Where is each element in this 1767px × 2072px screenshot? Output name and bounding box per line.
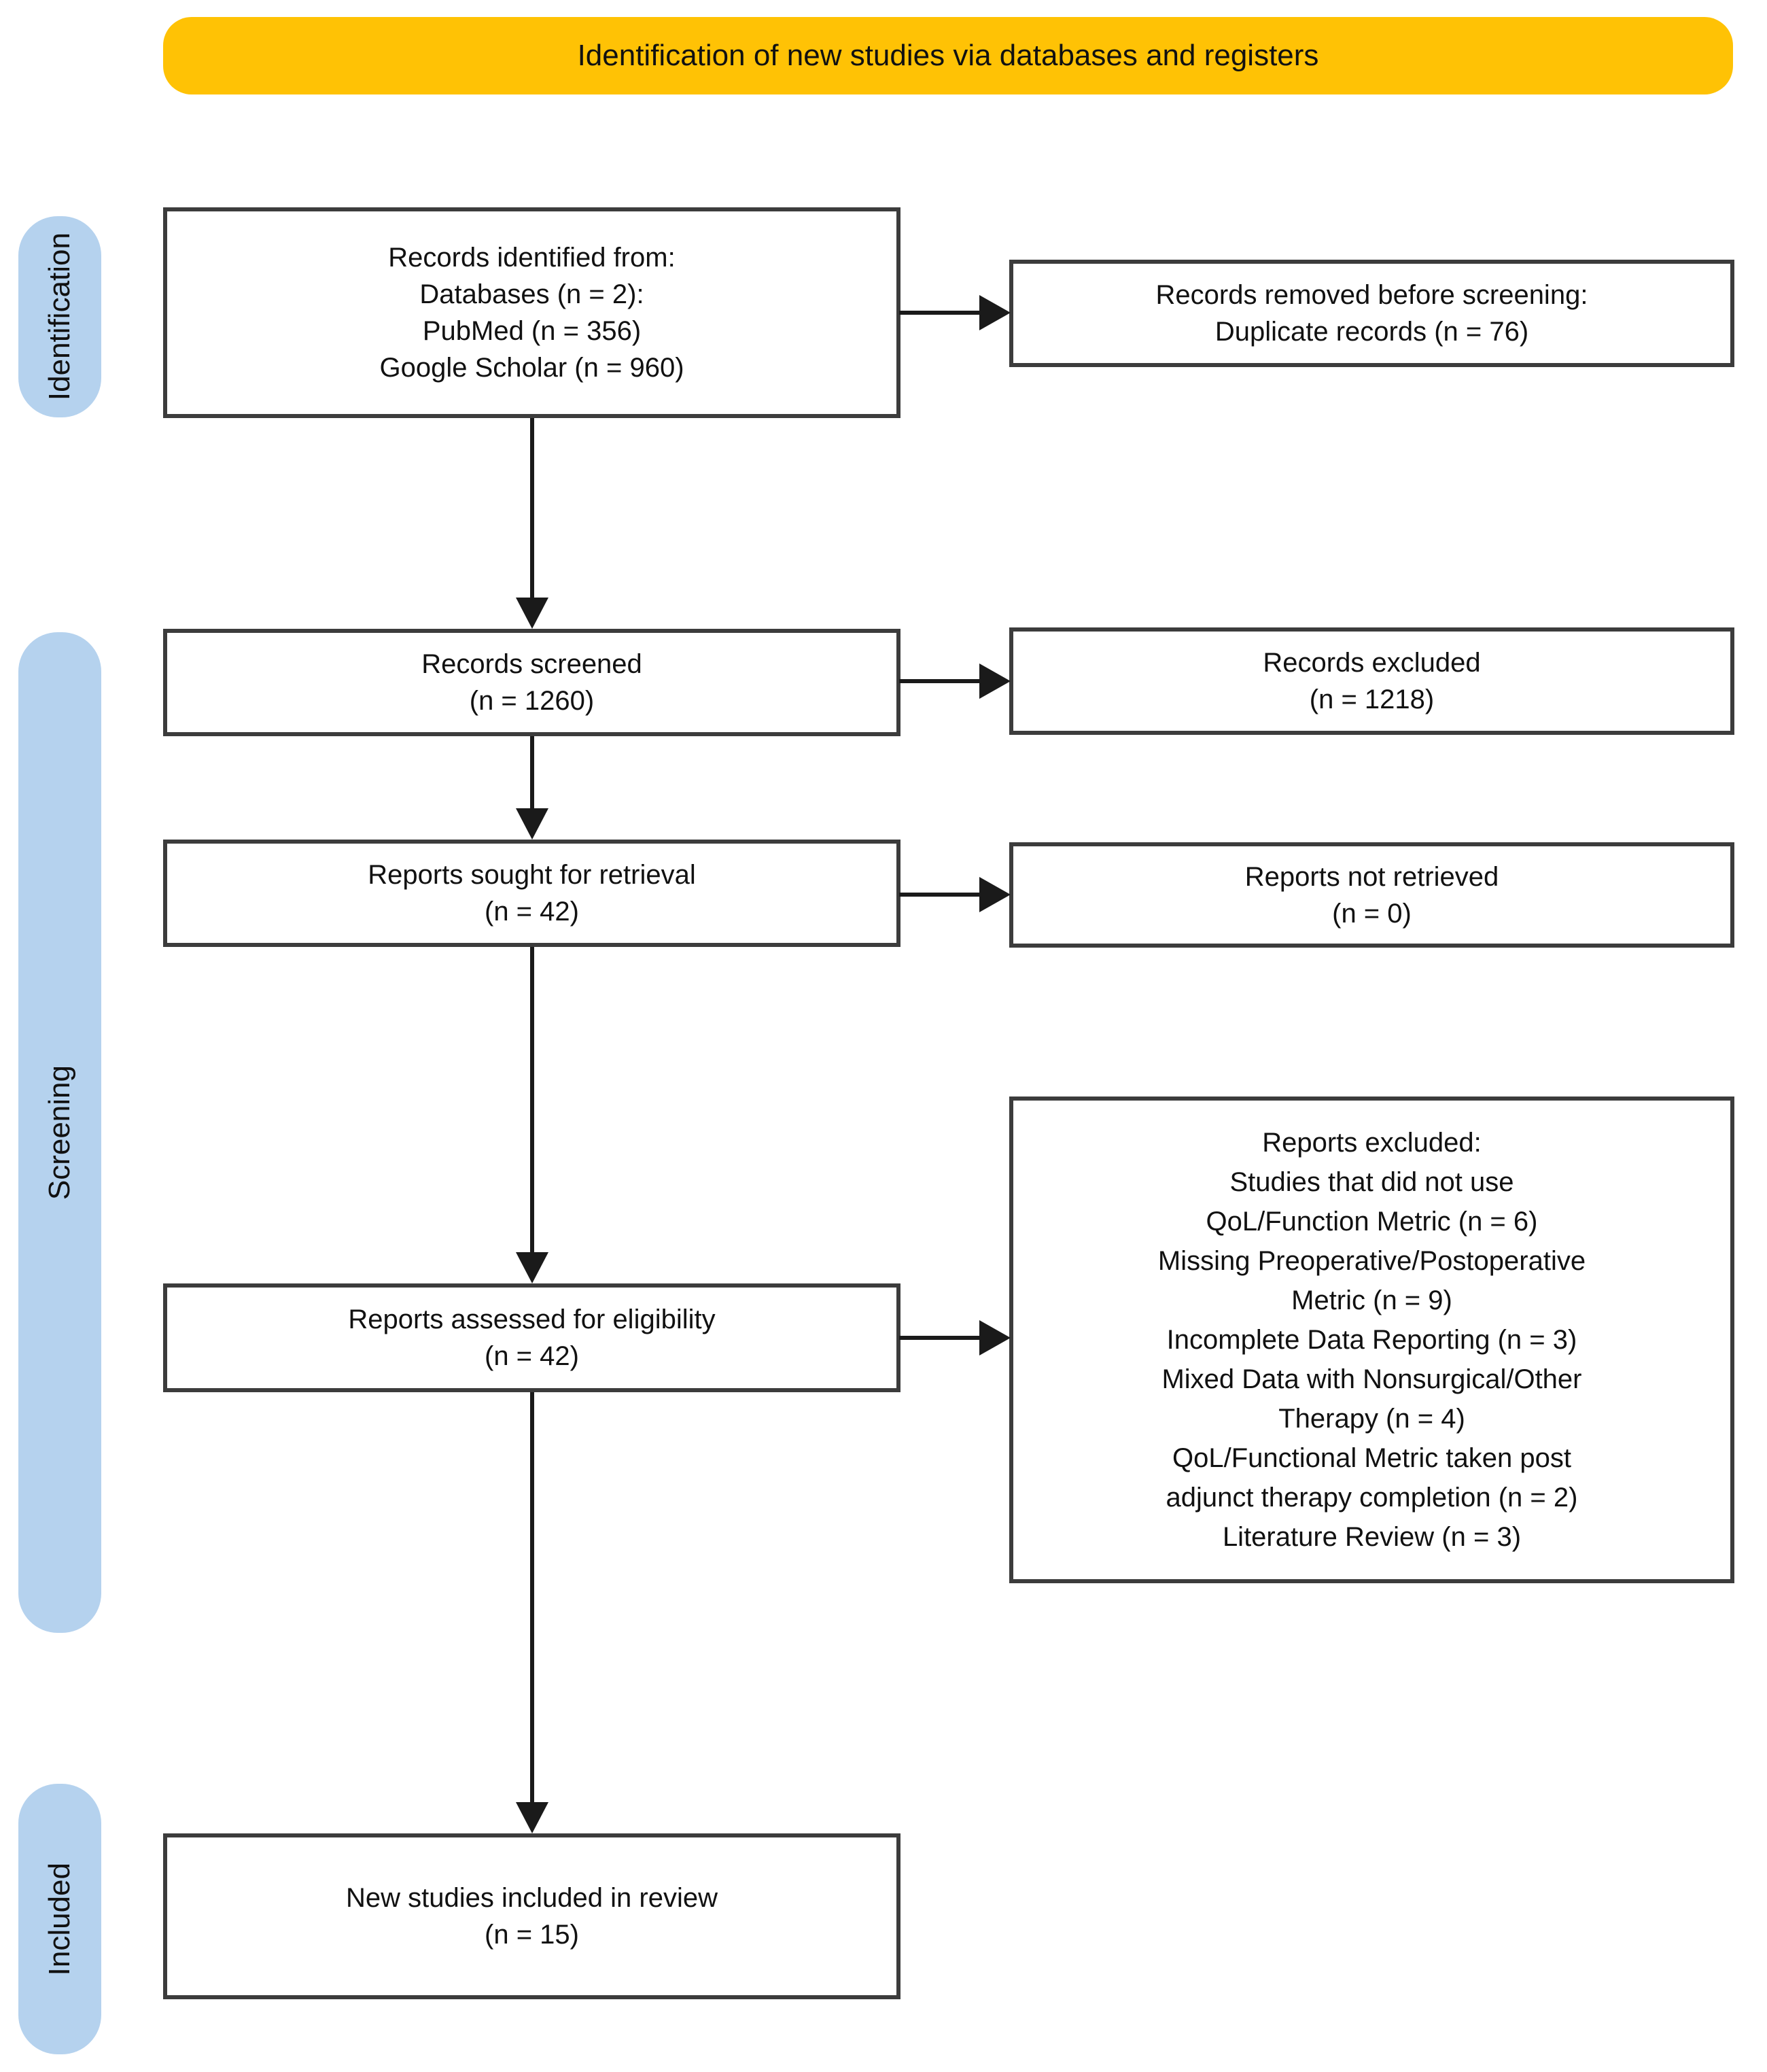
arrowhead-right-icon: [979, 1320, 1011, 1356]
arrowhead-right-icon: [979, 877, 1011, 912]
arrow-line: [530, 947, 534, 1254]
arrowhead-down-icon: [516, 1802, 548, 1833]
box-records-excluded-text: Records excluded (n = 1218): [1263, 648, 1481, 714]
stage-screening: Screening: [18, 632, 101, 1633]
box-reports-assessed-text: Reports assessed for eligibility (n = 42…: [348, 1305, 716, 1371]
box-reports-sought: Reports sought for retrieval (n = 42): [163, 840, 900, 947]
arrowhead-right-icon: [979, 663, 1011, 699]
banner-label: Identification of new studies via databa…: [577, 39, 1319, 72]
box-records-screened-text: Records screened (n = 1260): [421, 649, 642, 716]
box-records-removed: Records removed before screening: Duplic…: [1009, 260, 1734, 367]
arrow-line: [530, 418, 534, 599]
box-reports-assessed: Reports assessed for eligibility (n = 42…: [163, 1283, 900, 1392]
arrowhead-down-icon: [516, 598, 548, 629]
arrow-line: [899, 1336, 979, 1340]
stage-identification: Identification: [18, 216, 101, 417]
box-records-screened: Records screened (n = 1260): [163, 629, 900, 736]
arrowhead-right-icon: [979, 295, 1011, 330]
box-reports-not-retrieved: Reports not retrieved (n = 0): [1009, 842, 1734, 948]
banner: Identification of new studies via databa…: [163, 17, 1733, 94]
stage-screening-label: Screening: [43, 1065, 76, 1201]
box-reports-excluded-text: Reports excluded: Studies that did not u…: [1157, 1128, 1586, 1552]
arrow-line: [530, 736, 534, 810]
box-new-studies-included: New studies included in review (n = 15): [163, 1833, 900, 1999]
box-reports-sought-text: Reports sought for retrieval (n = 42): [368, 860, 696, 927]
arrowhead-down-icon: [516, 808, 548, 840]
arrow-line: [899, 311, 979, 315]
box-records-excluded: Records excluded (n = 1218): [1009, 627, 1734, 735]
box-reports-excluded: Reports excluded: Studies that did not u…: [1009, 1097, 1734, 1583]
box-records-identified: Records identified from: Databases (n = …: [163, 207, 900, 418]
box-records-removed-text: Records removed before screening: Duplic…: [1155, 280, 1588, 347]
box-new-studies-included-text: New studies included in review (n = 15): [346, 1883, 718, 1950]
arrow-line: [899, 679, 979, 683]
arrow-line: [530, 1392, 534, 1803]
arrowhead-down-icon: [516, 1252, 548, 1283]
box-reports-not-retrieved-text: Reports not retrieved (n = 0): [1244, 861, 1499, 929]
stage-identification-label: Identification: [43, 232, 76, 401]
stage-included-label: Included: [43, 1862, 76, 1976]
stage-included: Included: [18, 1784, 101, 2054]
box-records-identified-text: Records identified from: Databases (n = …: [379, 243, 684, 383]
arrow-line: [899, 893, 979, 897]
